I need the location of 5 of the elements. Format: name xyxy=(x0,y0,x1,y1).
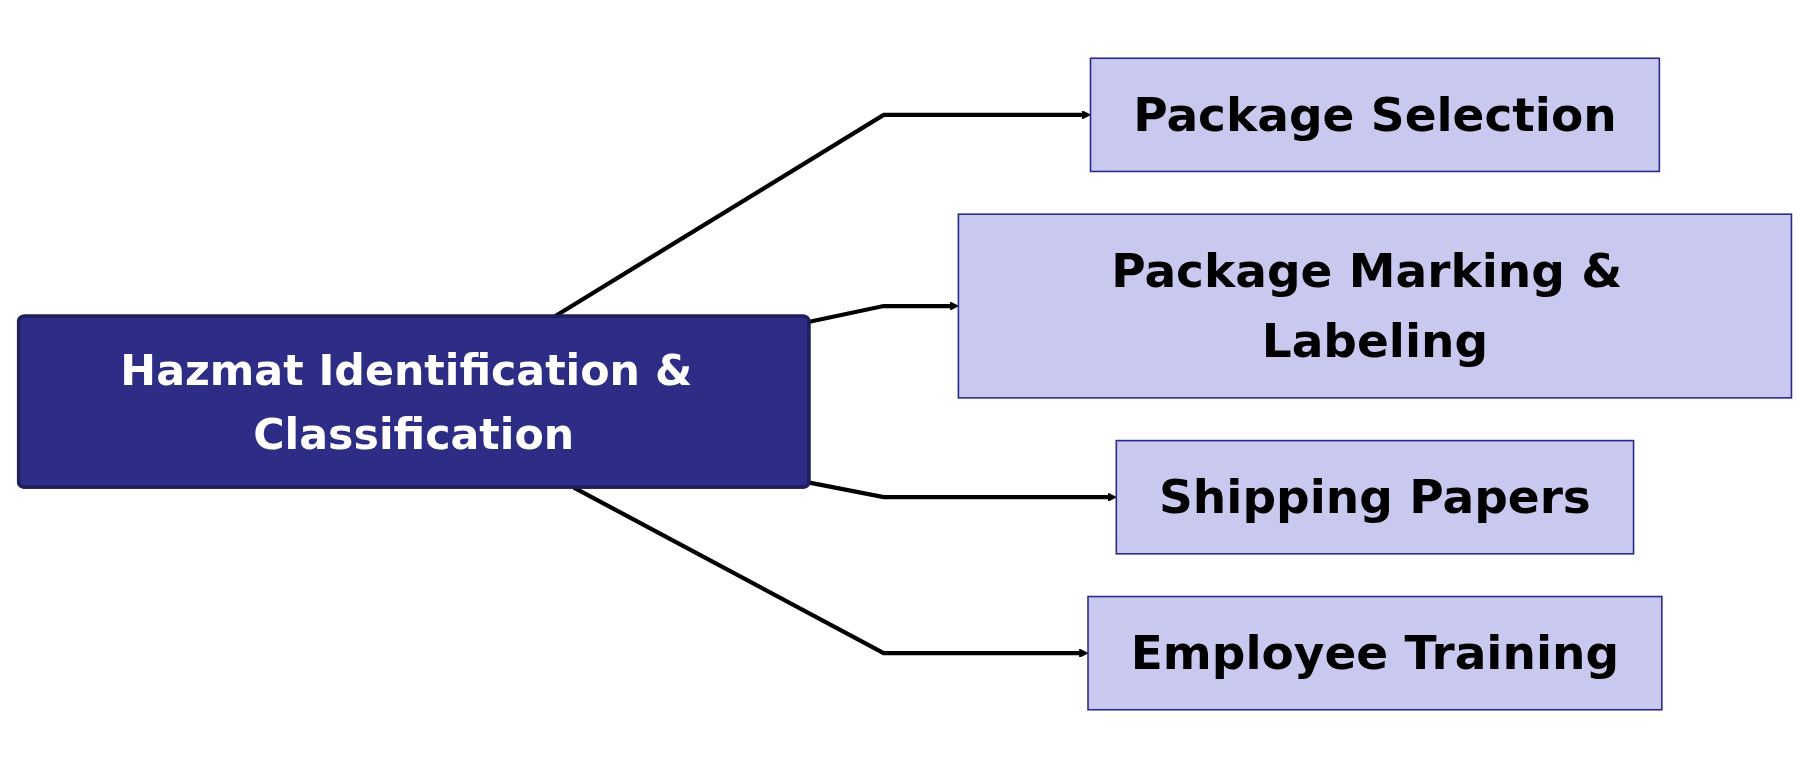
node-box: Package Selection xyxy=(1089,56,1661,172)
arrow xyxy=(809,479,1117,502)
node-box: Employee Training xyxy=(1087,595,1663,711)
node-box: Shipping Papers xyxy=(1115,439,1635,555)
node-box: Package Marking & Labeling xyxy=(957,212,1793,399)
